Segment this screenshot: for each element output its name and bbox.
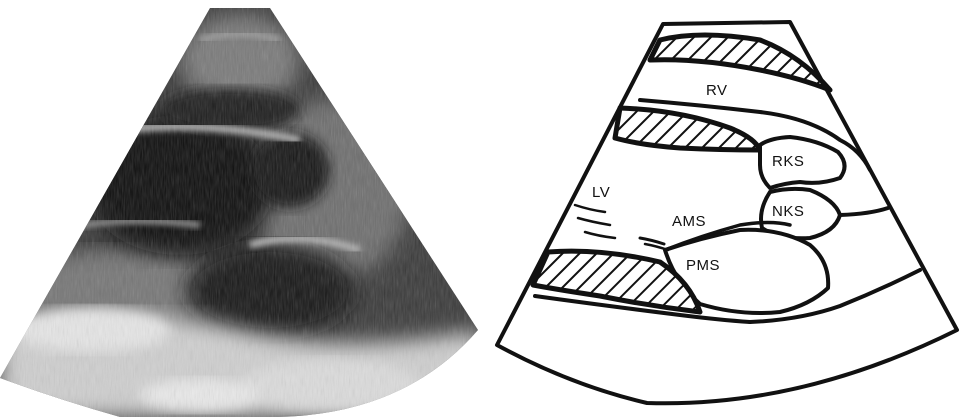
label-ams: AMS: [672, 213, 706, 230]
label-rv: RV: [706, 82, 728, 99]
label-rks: RKS: [772, 153, 804, 170]
label-lv: LV: [592, 184, 610, 201]
label-nks: NKS: [772, 203, 804, 220]
schematic-diagram: [497, 22, 957, 403]
label-pms: PMS: [686, 257, 720, 274]
sector-outline: [497, 22, 957, 403]
ultrasound-image: [0, 0, 490, 417]
